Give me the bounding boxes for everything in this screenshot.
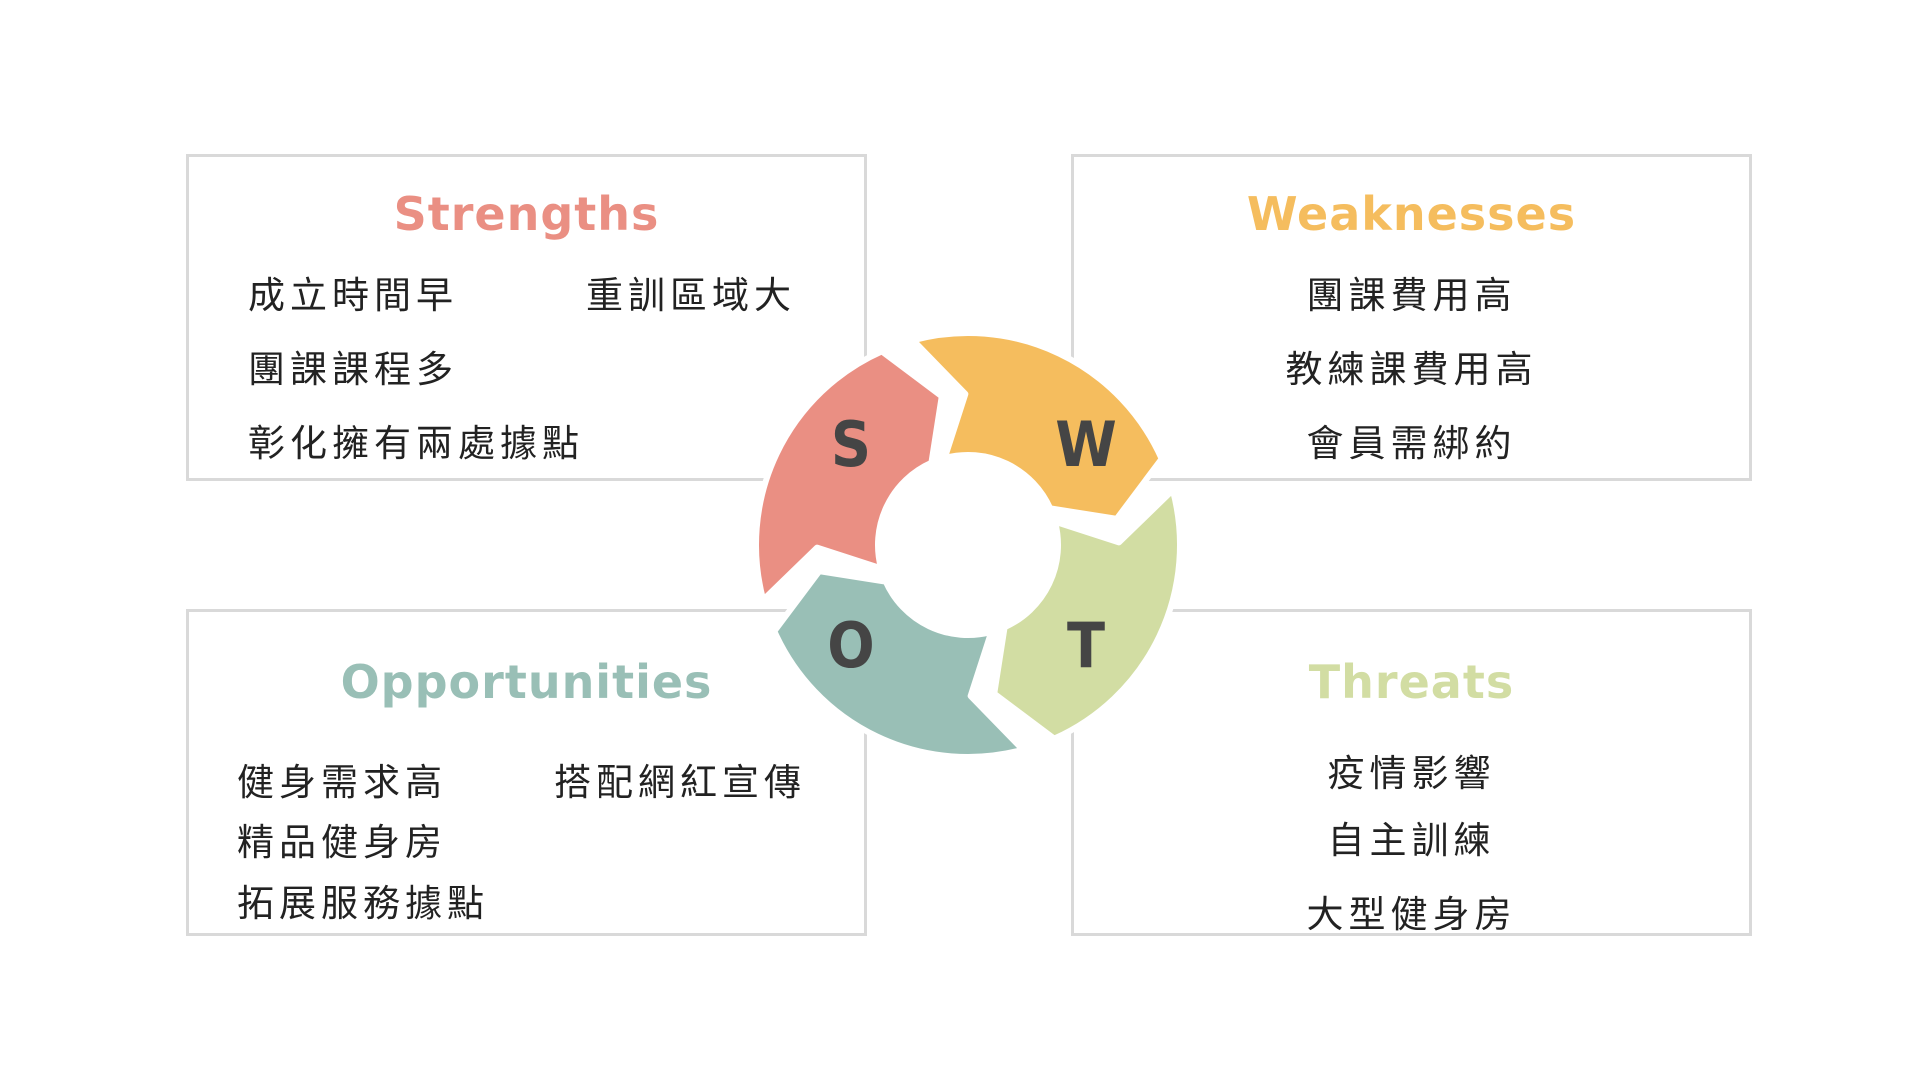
threat-item: 自主訓練 — [1327, 819, 1496, 862]
opportunity-item: 搭配網紅宣傳 — [554, 761, 806, 804]
threat-item: 疫情影響 — [1327, 752, 1496, 795]
letter-t: T — [1067, 609, 1105, 682]
weakness-item: 團課費用高 — [1306, 274, 1517, 317]
threats-title: Threats — [1308, 655, 1515, 709]
opportunities-box: Opportunities 健身需求高 搭配網紅宣傳 精品健身房 拓展服務據點 — [186, 609, 867, 936]
letter-s: S — [831, 408, 871, 481]
threat-item: 大型健身房 — [1306, 893, 1517, 936]
strength-item: 彰化擁有兩處據點 — [248, 422, 584, 465]
strengths-box: Strengths 成立時間早 重訓區域大 團課課程多 彰化擁有兩處據點 — [186, 154, 867, 481]
weakness-item: 會員需綁約 — [1306, 422, 1517, 465]
wheel-center-hole — [878, 455, 1058, 635]
letter-o: O — [827, 609, 874, 682]
strength-item: 成立時間早 — [248, 274, 458, 317]
opportunities-title: Opportunities — [340, 655, 713, 709]
letter-w: W — [1055, 408, 1117, 481]
weaknesses-title: Weaknesses — [1246, 187, 1577, 241]
opportunity-item: 健身需求高 — [237, 761, 447, 804]
strength-item: 重訓區域大 — [586, 274, 796, 317]
opportunity-item: 拓展服務據點 — [237, 882, 489, 925]
weakness-item: 教練課費用高 — [1285, 348, 1538, 391]
weaknesses-box: Weaknesses 團課費用高 教練課費用高 會員需綁約 — [1071, 154, 1752, 481]
strength-item: 團課課程多 — [248, 348, 458, 391]
threats-box: Threats 疫情影響 自主訓練 大型健身房 — [1071, 609, 1752, 936]
opportunity-item: 精品健身房 — [237, 821, 447, 864]
strengths-title: Strengths — [393, 187, 660, 241]
